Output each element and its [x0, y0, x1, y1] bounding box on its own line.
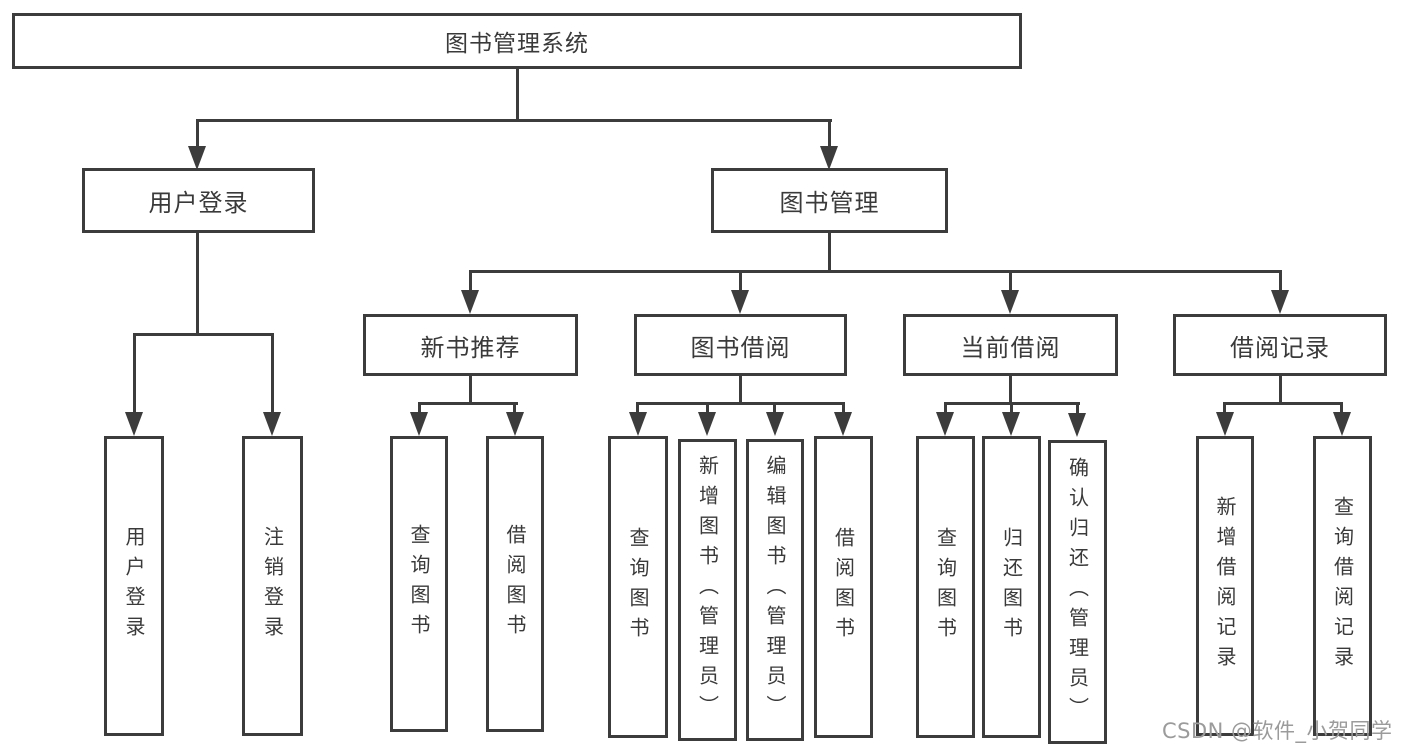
connector-drop-leaf [418, 402, 421, 416]
leaf-query-books-recommend: 查询图书 [390, 436, 448, 732]
connector-drop-new-books [469, 270, 472, 292]
node-current-borrow: 当前借阅 [903, 314, 1118, 376]
connector-drop-user-login [196, 119, 199, 149]
leaf-query-books-borrow: 查询图书 [608, 436, 668, 738]
arrow-down-icon [629, 412, 647, 436]
node-borrow-records: 借阅记录 [1173, 314, 1387, 376]
connector-drop-leaf [513, 402, 516, 416]
arrow-down-icon [461, 290, 479, 314]
connector-root-trunk [516, 68, 519, 122]
leaf-label: 查询图书 [407, 524, 431, 644]
node-label: 图书管理系统 [445, 31, 589, 57]
leaf-confirm-return-admin: 确认归还（管理员） [1048, 440, 1107, 744]
connector-login-bar [133, 333, 274, 336]
leaf-borrow-books-recommend: 借阅图书 [486, 436, 544, 732]
connector-drop-leaf [1010, 402, 1013, 416]
connector-level2-bar [196, 119, 832, 122]
leaf-label: 借阅图书 [503, 524, 527, 644]
connector-level3-bar [469, 270, 1282, 273]
node-book-management: 图书管理 [711, 168, 948, 233]
connector-drop-leaf [271, 333, 274, 415]
node-label: 当前借阅 [960, 333, 1061, 362]
leaf-add-borrow-record: 新增借阅记录 [1196, 436, 1254, 736]
arrow-down-icon [698, 412, 716, 436]
leaf-label: 新增图书（管理员） [695, 455, 720, 725]
node-user-login: 用户登录 [82, 168, 315, 233]
arrow-down-icon [1216, 412, 1234, 436]
connector-drop-leaf [1076, 402, 1079, 416]
connector-current-trunk [1009, 375, 1012, 405]
arrow-down-icon [410, 412, 428, 436]
arrow-down-icon [731, 290, 749, 314]
leaf-edit-books-admin: 编辑图书（管理员） [746, 439, 804, 741]
leaf-label: 新增借阅记录 [1213, 496, 1237, 676]
leaf-label: 编辑图书（管理员） [763, 455, 787, 725]
arrow-down-icon [820, 146, 838, 170]
connector-records-trunk [1279, 375, 1282, 405]
arrow-down-icon [936, 412, 954, 436]
arrow-down-icon [263, 412, 281, 436]
node-library-management-system: 图书管理系统 [12, 13, 1022, 69]
connector-drop-leaf [706, 402, 709, 416]
node-label: 借阅记录 [1230, 333, 1330, 362]
leaf-user-login: 用户登录 [104, 436, 164, 736]
connector-drop-book-mgmt [828, 119, 831, 149]
arrow-down-icon [1068, 413, 1086, 437]
connector-drop-leaf [944, 402, 947, 416]
leaf-label: 归还图书 [999, 527, 1024, 647]
leaf-label: 注销登录 [260, 526, 285, 646]
node-label: 图书管理 [779, 189, 880, 217]
connector-borrow-trunk [739, 375, 742, 405]
leaf-borrow-books: 借阅图书 [814, 436, 873, 738]
connector-drop-book-borrow [739, 270, 742, 292]
leaf-label: 查询图书 [933, 527, 958, 647]
connector-drop-leaf [773, 402, 776, 416]
connector-drop-leaf [1223, 402, 1226, 416]
connector-login-trunk [196, 233, 199, 336]
leaf-label: 确认归还（管理员） [1065, 457, 1090, 727]
leaf-label: 查询借阅记录 [1330, 496, 1355, 676]
connector-drop-leaf [636, 402, 639, 416]
connector-drop-borrow-records [1279, 270, 1282, 292]
connector-borrow-bar [636, 402, 845, 405]
node-label: 用户登录 [148, 189, 249, 217]
connector-drop-leaf [842, 402, 845, 416]
arrow-down-icon [1001, 290, 1019, 314]
arrow-down-icon [188, 146, 206, 170]
arrow-down-icon [1002, 412, 1020, 436]
leaf-query-borrow-record: 查询借阅记录 [1313, 436, 1372, 736]
arrow-down-icon [125, 412, 143, 436]
arrow-down-icon [766, 412, 784, 436]
node-book-borrow: 图书借阅 [634, 314, 847, 376]
leaf-label: 查询图书 [626, 527, 650, 647]
connector-drop-current-borrow [1009, 270, 1012, 292]
connector-records-bar [1223, 402, 1343, 405]
leaf-add-books-admin: 新增图书（管理员） [678, 439, 737, 741]
leaf-label: 借阅图书 [831, 527, 856, 647]
leaf-query-books-current: 查询图书 [916, 436, 975, 738]
arrow-down-icon [1333, 412, 1351, 436]
node-label: 图书借阅 [690, 333, 791, 362]
leaf-label: 用户登录 [122, 526, 146, 646]
leaf-return-books: 归还图书 [982, 436, 1041, 738]
connector-drop-leaf [1340, 402, 1343, 416]
connector-mgmt-trunk [828, 233, 831, 273]
leaf-logout: 注销登录 [242, 436, 303, 736]
connector-newbooks-trunk [469, 375, 472, 405]
node-label: 新书推荐 [420, 333, 521, 362]
connector-drop-leaf [133, 333, 136, 415]
arrow-down-icon [1271, 290, 1289, 314]
node-new-book-recommend: 新书推荐 [363, 314, 578, 376]
watermark: CSDN @软件_小贺同学 [1162, 719, 1393, 743]
connector-newbooks-bar [418, 402, 518, 405]
arrow-down-icon [834, 412, 852, 436]
arrow-down-icon [506, 412, 524, 436]
